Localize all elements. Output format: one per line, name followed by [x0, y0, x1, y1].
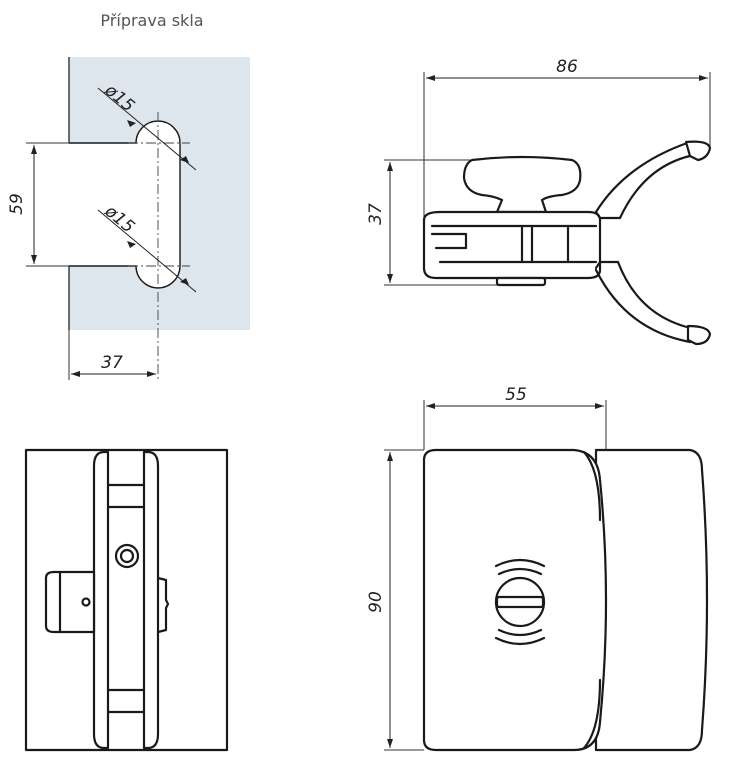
front-view	[24, 448, 229, 752]
left-plate	[92, 450, 110, 750]
knob-icon	[462, 155, 582, 214]
lower-hook	[594, 260, 702, 332]
side-view: 86 37	[366, 57, 712, 346]
right-plate	[142, 450, 160, 750]
page-title: Příprava skla	[100, 11, 203, 30]
screw-arc-bottom	[494, 636, 546, 646]
edge-offset-label: 37	[101, 353, 123, 373]
screw-slot	[495, 595, 545, 609]
top-view: 55 90	[366, 385, 709, 752]
screw-bottom	[495, 276, 547, 287]
screw-hole-outer	[114, 543, 140, 569]
front-width-label: 55	[505, 385, 527, 405]
top-right-part	[594, 448, 709, 752]
side-height-label: 37	[366, 203, 386, 225]
front-height-label: 90	[366, 591, 386, 613]
front-knob-icon	[44, 570, 96, 634]
hole-top-leader	[97, 87, 197, 171]
front-bolt	[156, 576, 170, 634]
upper-hook	[594, 152, 702, 220]
hole-bottom-leader	[97, 209, 197, 293]
hole-spacing-label: 59	[7, 193, 27, 215]
side-width-label: 86	[556, 57, 578, 77]
glass-cutout	[69, 120, 181, 289]
clamp-body	[422, 210, 602, 280]
glass-preparation-view: ø15 ø15 59 37	[7, 57, 250, 380]
screw-arc-top	[494, 558, 546, 568]
